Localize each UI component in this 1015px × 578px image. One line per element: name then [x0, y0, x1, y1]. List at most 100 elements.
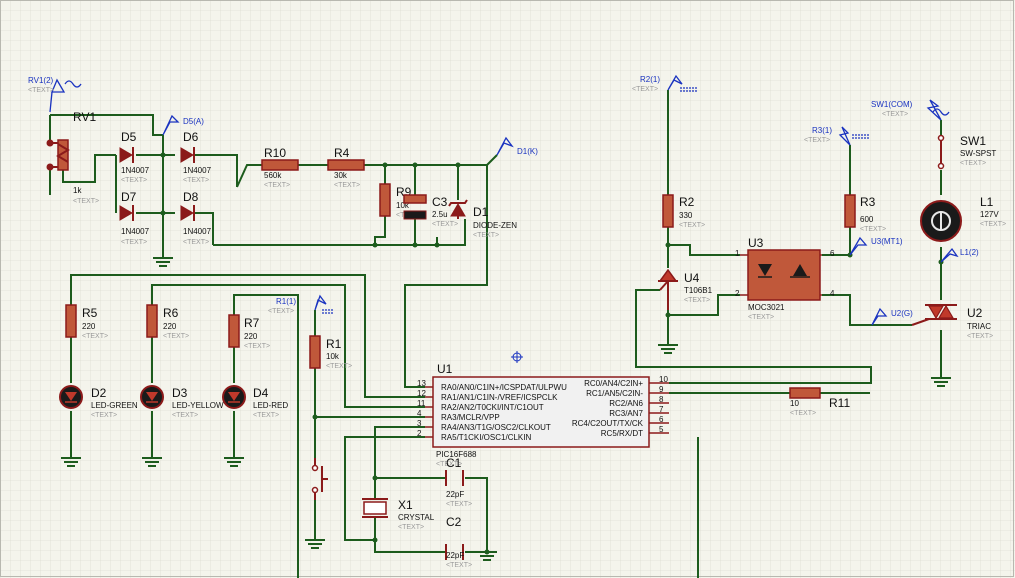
d7-diode[interactable]: D7 1N4007 <TEXT> — [119, 190, 150, 246]
probe-u2g[interactable]: U2(G) — [871, 307, 913, 326]
u1-pin-name: RA2/AN2/T0CKI/INT/C1OUT — [441, 403, 544, 412]
r2-resistor[interactable]: R2 330 <TEXT> — [662, 194, 705, 229]
reset-push-button[interactable] — [311, 458, 329, 500]
probe-r3-text: <TEXT> — [804, 137, 830, 144]
probe-rv1-text: <TEXT> — [28, 87, 54, 94]
r10-resistor[interactable]: R10 560k <TEXT> — [261, 146, 299, 189]
u3-ref: U3 — [748, 236, 764, 250]
x1-ref: X1 — [398, 498, 413, 512]
u4-scr[interactable]: U4 T106B1 <TEXT> — [658, 268, 713, 310]
r6-resistor[interactable]: R6 220 <TEXT> — [146, 304, 189, 340]
u1-pin-name: RA4/AN3/T1G/OSC2/CLKOUT — [441, 423, 551, 432]
rv1-potentiometer[interactable]: RV1 1k <TEXT> — [46, 110, 99, 205]
d1-zener-diode[interactable]: D1 DIODE-ZEN <TEXT> — [448, 199, 517, 239]
probe-l1[interactable]: L1(2) — [940, 247, 979, 263]
c1-ref: C1 — [446, 456, 462, 470]
c3-capacitor[interactable]: C3 2.5u <TEXT> — [403, 194, 458, 228]
l1-text: <TEXT> — [980, 221, 1006, 228]
x1-text: <TEXT> — [398, 524, 424, 531]
d6-diode[interactable]: D6 1N4007 <TEXT> — [180, 130, 212, 184]
r7-text: <TEXT> — [244, 343, 270, 350]
u1-pin-number: 13 — [417, 379, 426, 388]
probe-d5[interactable]: D5(A) — [162, 114, 204, 136]
d3-text: <TEXT> — [172, 412, 198, 419]
probe-d1k[interactable]: D1(K) — [496, 136, 538, 156]
r3-text: <TEXT> — [860, 226, 886, 233]
r7-ref: R7 — [244, 316, 260, 330]
ground-icon — [305, 539, 325, 549]
ground-icon — [931, 377, 951, 387]
u1-pin-number: 9 — [659, 385, 664, 394]
probe-rv1[interactable]: RV1(2) <TEXT> — [28, 76, 82, 113]
probe-r3[interactable]: R3(1) <TEXT> — [804, 126, 870, 146]
r11-ref: R11 — [829, 396, 850, 410]
r1-resistor[interactable]: R1 10k <TEXT> — [309, 335, 352, 370]
r7-resistor[interactable]: R7 220 <TEXT> — [228, 314, 270, 350]
d4-led[interactable]: D4 LED-RED <TEXT> — [222, 385, 288, 419]
r4-value: 30k — [334, 171, 348, 180]
probe-d5-label: D5(A) — [183, 117, 204, 126]
u1-pin-number: 5 — [659, 425, 664, 434]
wires — [49, 90, 942, 578]
sw1-value: SW-SPST — [960, 149, 996, 158]
probe-r1[interactable]: R1(1) <TEXT> — [268, 294, 334, 315]
c2-capacitor[interactable]: C2 22pF <TEXT> — [445, 515, 472, 569]
u1-pin-name: RA0/AN0/C1IN+/ICSPDAT/ULPWU — [441, 383, 567, 392]
c2-value: 22pF — [446, 551, 464, 560]
d3-led[interactable]: D3 LED-YELLOW <TEXT> — [140, 385, 224, 419]
probe-r2-label: R2(1) — [640, 75, 660, 84]
sw1-switch[interactable]: SW1 SW-SPST <TEXT> — [937, 134, 997, 170]
r11-value: 10 — [790, 399, 799, 408]
r4-resistor[interactable]: R4 30k <TEXT> — [327, 146, 365, 189]
r4-text: <TEXT> — [334, 182, 360, 189]
c3-value: 2.5u — [432, 210, 448, 219]
d8-diode[interactable]: D8 1N4007 <TEXT> — [180, 190, 212, 246]
d7-value: 1N4007 — [121, 227, 150, 236]
u1-pin-number: 3 — [417, 419, 422, 428]
r3-resistor[interactable]: R3 600 <TEXT> — [844, 194, 886, 233]
r6-value: 220 — [163, 322, 177, 331]
c1-value: 22pF — [446, 490, 464, 499]
probe-r3-label: R3(1) — [812, 126, 832, 135]
l1-lamp[interactable]: L1 127V <TEXT> — [920, 195, 1006, 242]
u1-pin-number: 2 — [417, 429, 422, 438]
r3-value: 600 — [860, 215, 874, 224]
ground-symbols — [61, 255, 951, 561]
r2-value: 330 — [679, 211, 693, 220]
d3-ref: D3 — [172, 386, 188, 400]
d5-diode[interactable]: D5 1N4007 <TEXT> — [119, 130, 150, 184]
d2-ref: D2 — [91, 386, 107, 400]
r3-ref: R3 — [860, 195, 876, 209]
d2-led[interactable]: D2 LED-GREEN <TEXT> — [59, 385, 138, 419]
d2-text: <TEXT> — [91, 412, 117, 419]
rv1-value: 1k — [73, 186, 82, 195]
c1-capacitor[interactable]: C1 22pF <TEXT> — [445, 456, 472, 508]
r1-value: 10k — [326, 352, 340, 361]
probe-u3mt1[interactable]: U3(MT1) — [849, 236, 903, 256]
u1-ref: U1 — [437, 362, 453, 376]
probe-sw1-text: <TEXT> — [882, 111, 908, 118]
u1-pin-name: RC0/AN4/C2IN+ — [584, 379, 643, 388]
d6-ref: D6 — [183, 130, 199, 144]
probe-r2[interactable]: R2(1) <TEXT> — [632, 74, 698, 93]
r11-resistor[interactable]: 10 R11 <TEXT> — [789, 387, 850, 417]
r5-resistor[interactable]: R5 220 <TEXT> — [65, 304, 108, 340]
d7-text: <TEXT> — [121, 239, 147, 246]
r2-text: <TEXT> — [679, 222, 705, 229]
u1-pin-name: RC1/AN5/C2IN- — [586, 389, 643, 398]
u1-pin-number: 12 — [417, 389, 426, 398]
u3-optocoupler[interactable]: 1 2 6 4 U3 MOC3021 <TEXT> — [735, 236, 835, 321]
probe-sw1[interactable]: SW1(COM) <TEXT> — [871, 99, 950, 121]
c3-text: <TEXT> — [432, 221, 458, 228]
d1-text: <TEXT> — [473, 232, 499, 239]
u1-pin-number: 11 — [417, 399, 426, 408]
u1-text: <TEXT> — [436, 461, 462, 468]
r10-ref: R10 — [264, 146, 286, 160]
u2-triac[interactable]: U2 TRIAC <TEXT> — [911, 304, 993, 340]
r9-value: 10k — [396, 201, 410, 210]
x1-crystal[interactable]: X1 CRYSTAL <TEXT> — [362, 498, 435, 531]
